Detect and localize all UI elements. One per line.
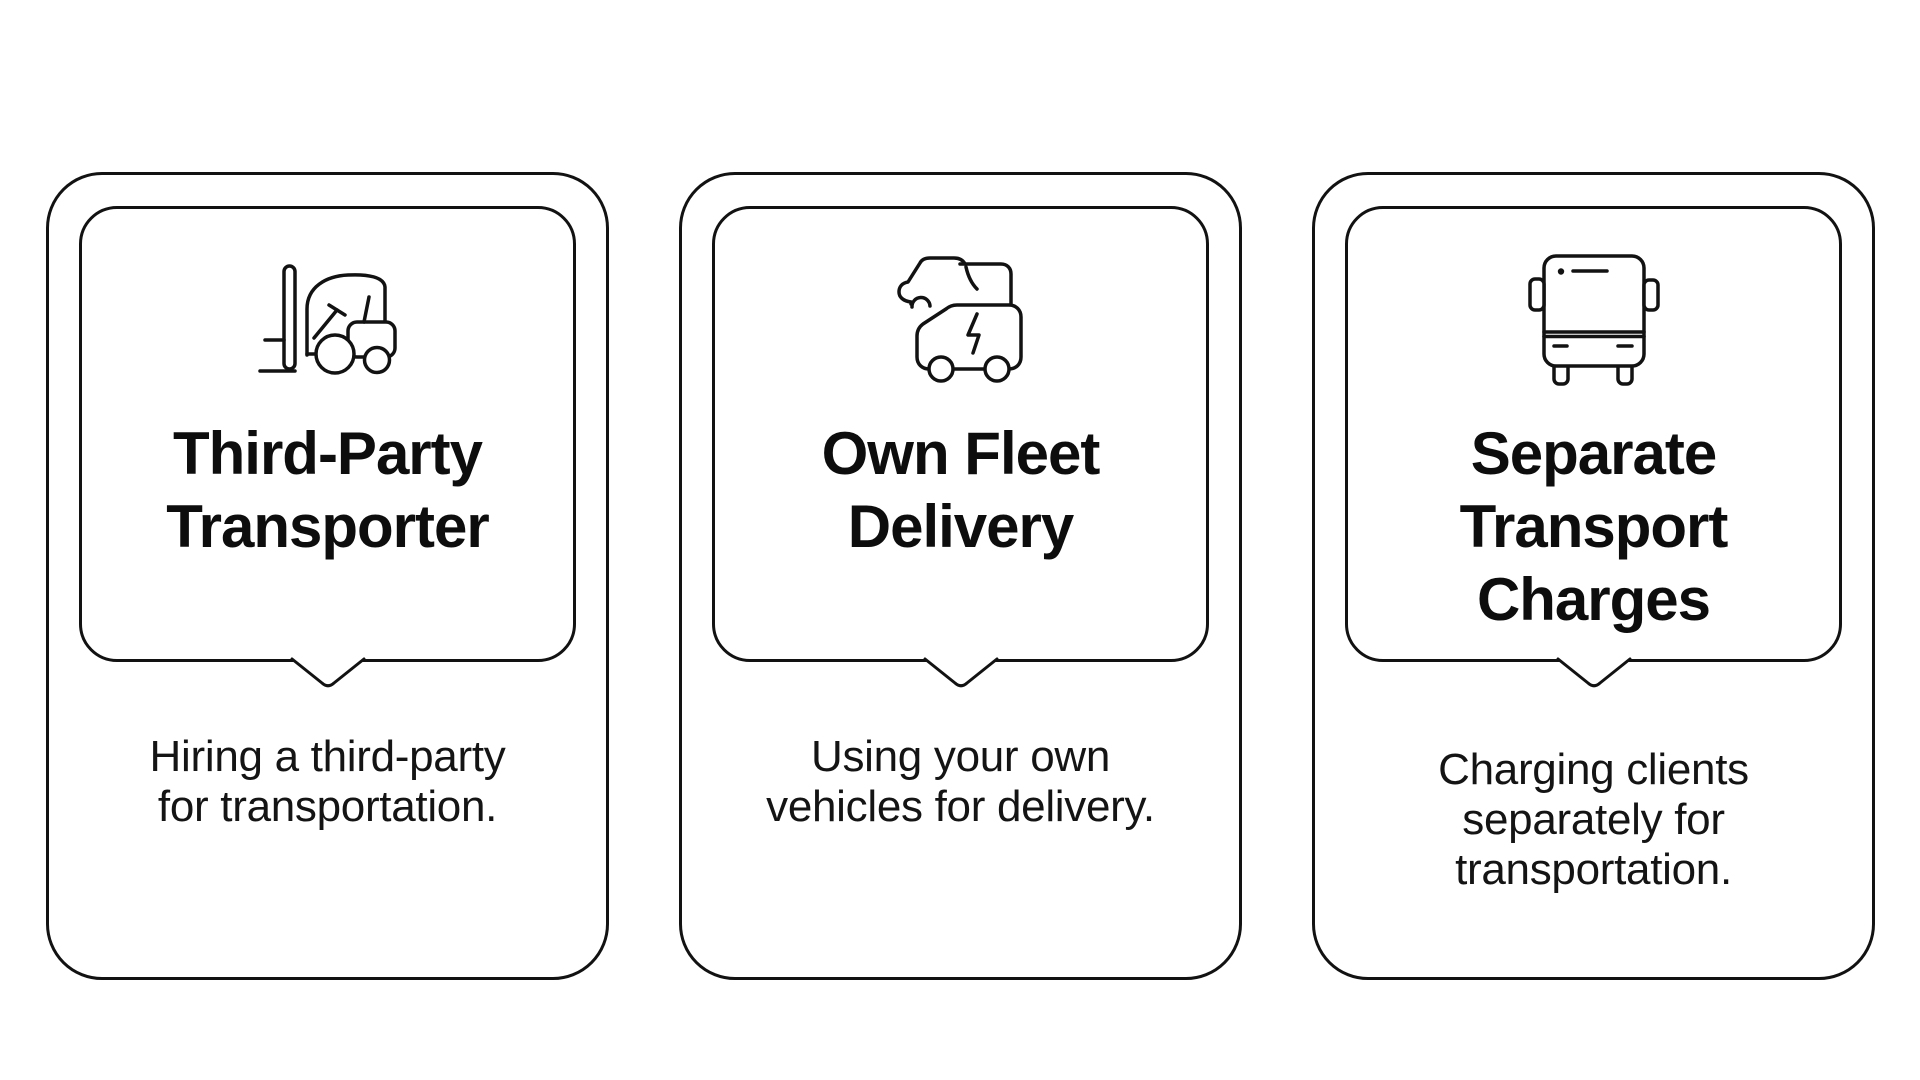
card-description: Hiring a third-party for transportation. xyxy=(61,732,594,832)
description-line: transportation. xyxy=(1455,845,1732,894)
card-title: Separate Transport Charges xyxy=(1358,417,1829,636)
forklift-icon xyxy=(257,264,397,375)
card-title: Third-Party Transporter xyxy=(92,417,563,563)
card-own-fleet-delivery: Own Fleet Delivery Using your own vehicl… xyxy=(679,172,1242,980)
card-description: Using your own vehicles for delivery. xyxy=(694,732,1227,832)
description-line: Charging clients xyxy=(1438,745,1749,794)
title-line: Delivery xyxy=(847,493,1075,560)
icon-box xyxy=(1348,253,1839,387)
description-line: for transportation. xyxy=(157,782,498,831)
card-title: Own Fleet Delivery xyxy=(725,417,1196,563)
title-line: Transporter xyxy=(166,493,489,560)
icon-box xyxy=(715,253,1206,387)
description-line: Hiring a third-party xyxy=(149,732,506,781)
electric-fleet-vehicles-icon xyxy=(896,256,1023,383)
bus-icon xyxy=(1527,254,1660,386)
title-bubble: Separate Transport Charges xyxy=(1345,206,1842,688)
title-line: Transport xyxy=(1459,493,1729,560)
bubble-tail xyxy=(1556,653,1631,688)
description-line: vehicles for delivery. xyxy=(766,782,1155,831)
title-line: Own Fleet xyxy=(821,420,1101,487)
description-line: separately for xyxy=(1462,795,1725,844)
title-line: Third-Party xyxy=(172,420,483,487)
card-description: Charging clients separately for transpor… xyxy=(1327,745,1860,895)
cards-row: Third-Party Transporter Hiring a third-p… xyxy=(46,172,1875,980)
title-bubble: Third-Party Transporter xyxy=(79,206,576,688)
title-line: Charges xyxy=(1476,566,1711,633)
title-bubble: Own Fleet Delivery xyxy=(712,206,1209,688)
description-line: Using your own xyxy=(810,732,1111,781)
bubble-tail xyxy=(290,653,365,688)
icon-box xyxy=(82,253,573,387)
card-third-party-transporter: Third-Party Transporter Hiring a third-p… xyxy=(46,172,609,980)
title-line: Separate xyxy=(1470,420,1717,487)
bubble-tail xyxy=(923,653,998,688)
card-separate-transport-charges: Separate Transport Charges Charging clie… xyxy=(1312,172,1875,980)
